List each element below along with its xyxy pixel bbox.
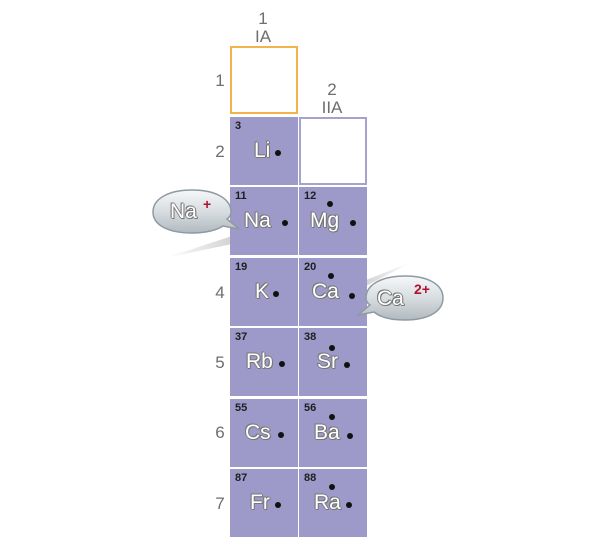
- ion-symbol: Ca: [377, 287, 404, 310]
- period-label-2: 2: [215, 142, 225, 161]
- element-cell-ba: 56 Ba: [299, 399, 367, 467]
- ca-bubble-shadow: [366, 262, 412, 286]
- sodium-ion-bubble: Na +: [148, 186, 243, 244]
- element-cell-k: 19 K: [230, 258, 298, 326]
- element-symbol: Sr: [317, 350, 338, 373]
- valence-electron-dot: [350, 220, 356, 226]
- element-cell-mg: 12 Mg: [299, 187, 367, 255]
- group-1-label: IA: [254, 27, 272, 46]
- atomic-number: 37: [235, 331, 248, 343]
- period-label-6: 6: [215, 423, 225, 442]
- group-2-number: 2: [327, 80, 337, 99]
- period-label-5: 5: [215, 353, 225, 372]
- group-1-number: 1: [258, 9, 268, 28]
- valence-electron-dot: [328, 273, 334, 279]
- speech-bubble-shape: [355, 275, 444, 321]
- period-label-4: 4: [215, 283, 225, 302]
- element-cell-ca: 20 Ca: [299, 258, 367, 326]
- atomic-number: 3: [235, 120, 242, 132]
- valence-electron-dot: [347, 433, 353, 439]
- atomic-number: 12: [304, 190, 317, 202]
- ion-charge: 2+: [414, 281, 430, 297]
- element-cell-li: 3 Li: [230, 117, 298, 185]
- valence-electron-dot: [282, 220, 288, 226]
- empty-cell-period-1: [230, 46, 298, 114]
- ion-symbol: Na: [170, 200, 197, 223]
- valence-electron-dot: [275, 150, 281, 156]
- atomic-number: 87: [235, 472, 248, 484]
- element-cell-fr: 87 Fr: [230, 469, 298, 537]
- element-symbol: Fr: [250, 491, 270, 514]
- element-cell-rb: 37 Rb: [230, 328, 298, 396]
- valence-electron-dot: [279, 361, 285, 367]
- valence-electron-dot: [329, 345, 335, 351]
- atomic-number: 20: [304, 261, 317, 273]
- speech-bubble-shape: [152, 189, 242, 234]
- element-cell-ra: 88 Ra: [299, 469, 367, 537]
- element-symbol: Rb: [246, 350, 273, 373]
- atomic-number: 55: [235, 402, 248, 414]
- element-symbol: Ba: [314, 421, 340, 444]
- atomic-number: 56: [304, 402, 317, 414]
- atomic-number: 88: [304, 472, 317, 484]
- element-symbol: Mg: [310, 209, 340, 232]
- period-label-1: 1: [215, 71, 225, 90]
- valence-electron-dot: [278, 432, 284, 438]
- valence-electron-dot: [344, 362, 350, 368]
- element-symbol: Ra: [314, 491, 341, 514]
- element-cell-sr: 38 Sr: [299, 328, 367, 396]
- element-symbol: Na: [244, 209, 271, 232]
- valence-electron-dot: [329, 414, 335, 420]
- valence-electron-dot: [346, 502, 352, 508]
- calcium-ion-bubble: Ca 2+: [355, 270, 447, 330]
- group-2-label: IIA: [321, 98, 343, 117]
- atomic-number: 11: [235, 190, 247, 202]
- valence-electron-dot: [273, 291, 279, 297]
- ion-charge: +: [203, 196, 212, 212]
- valence-electron-dot: [329, 484, 335, 490]
- element-symbol: Li: [254, 139, 271, 162]
- atomic-number: 19: [235, 261, 248, 273]
- empty-cell-period-2: [299, 117, 367, 185]
- atomic-number: 38: [304, 331, 317, 343]
- element-cell-na: 11 Na: [230, 187, 298, 255]
- element-symbol: Ca: [312, 280, 339, 303]
- element-symbol: Cs: [245, 421, 271, 444]
- valence-electron-dot: [349, 293, 355, 299]
- na-bubble-shadow: [165, 236, 232, 258]
- element-cell-cs: 55 Cs: [230, 399, 298, 467]
- element-symbol: K: [255, 280, 270, 303]
- valence-electron-dot: [275, 502, 281, 508]
- valence-electron-dot: [327, 201, 333, 207]
- period-label-7: 7: [215, 494, 225, 513]
